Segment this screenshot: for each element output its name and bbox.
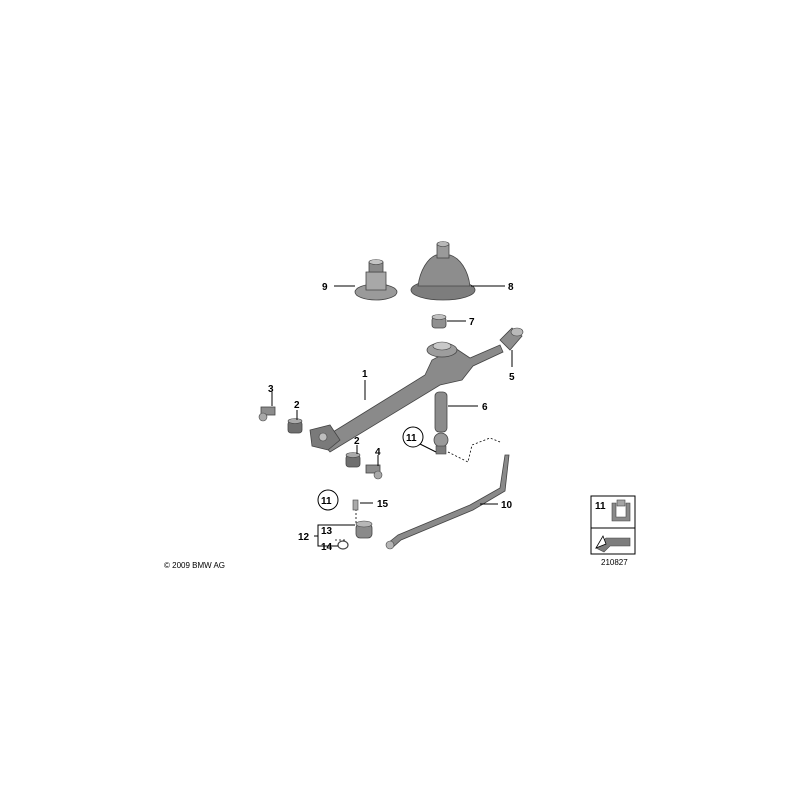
callout-4: 4 [375,447,381,458]
clip-icon [611,499,631,522]
part-14-washer[interactable] [337,540,349,550]
part-6-shift-rod[interactable] [433,391,449,455]
svg-text:11: 11 [406,433,417,444]
part-3-bolt[interactable] [258,406,276,422]
callout-6: 6 [482,402,488,413]
svg-text:11: 11 [321,496,332,507]
callout-1: 1 [362,369,368,380]
callout-8: 8 [508,282,514,293]
callout-12: 12 [298,532,310,543]
callout-13: 13 [321,526,333,537]
part-1-shift-lever[interactable] [309,341,504,453]
callout-2b: 2 [354,436,360,447]
callout-15: 15 [377,499,389,510]
reference-arrow-icon [595,535,631,553]
part-7-ring[interactable] [431,314,447,329]
part-2-bushing-lower[interactable] [345,452,361,468]
diagram-number: 210827 [601,558,628,567]
dash-connector-6-10 [447,437,501,463]
part-13-bushing[interactable] [355,520,373,539]
callout-2a: 2 [294,400,300,411]
legend-label-11: 11 [595,501,606,512]
part-15-pin[interactable] [352,499,359,511]
leader-11-upper [419,443,437,453]
part-4-bolt[interactable] [365,464,383,480]
part-2-bushing-upper[interactable] [287,418,303,434]
callout-5: 5 [509,372,515,383]
part-8-shift-boot[interactable] [410,241,476,301]
legend-box: 11 [590,495,636,555]
callout-10: 10 [501,500,513,511]
callout-14: 14 [321,542,333,553]
part-10-selector-rod[interactable] [385,454,510,550]
callout-9: 9 [322,282,328,293]
part-9-boot-insert[interactable] [354,259,398,301]
copyright-text: © 2009 BMW AG [164,561,225,570]
callout-7: 7 [469,317,475,328]
callout-11-upper: 11 [402,426,424,448]
part-5-bushing[interactable] [499,327,524,351]
callout-11-lower: 11 [317,489,339,511]
bracket-12 [317,524,355,547]
callout-3: 3 [268,384,274,395]
